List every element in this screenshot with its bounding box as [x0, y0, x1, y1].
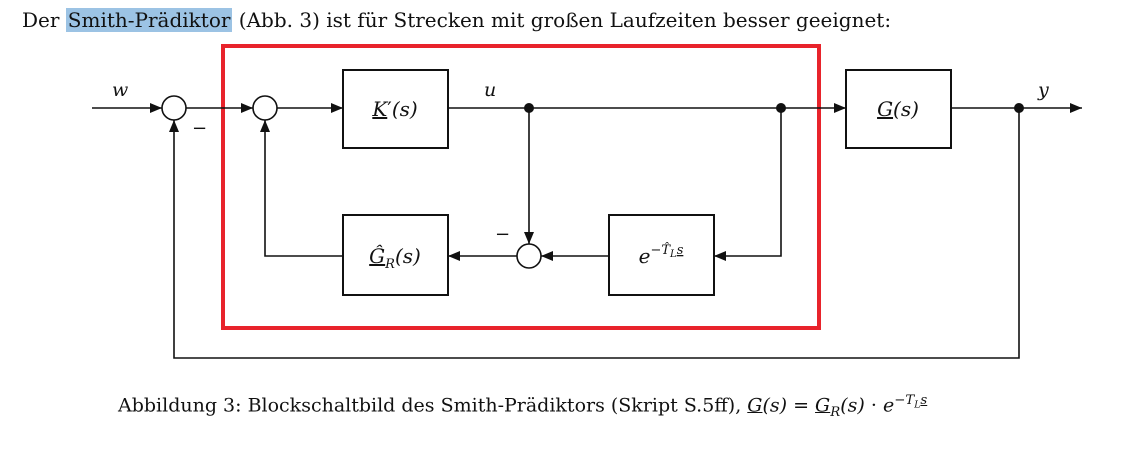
intro-prefix: Der — [22, 8, 66, 32]
label-y: y — [1037, 79, 1049, 101]
label-w: w — [112, 79, 128, 101]
model-label: ĜR(s) — [369, 243, 421, 272]
caption-eq-exp-base: e — [882, 394, 895, 417]
delay-label: e−T̂Ls — [639, 242, 684, 268]
inner-sum-junction — [252, 95, 278, 121]
highlight-frame — [221, 44, 821, 330]
label-u: u — [484, 79, 496, 101]
figure-caption: Abbildung 3: Blockschaltbild des Smith-P… — [118, 393, 927, 420]
intro-suffix: (Abb. 3) ist für Strecken mit großen Lau… — [232, 8, 892, 32]
model-block[interactable] — [342, 214, 449, 296]
caption-eq-dot: · — [864, 394, 883, 417]
controller-label: K′(s) — [371, 97, 417, 121]
intro-highlight: Smith-Prädiktor — [65, 8, 233, 32]
model-sum-junction — [516, 243, 542, 269]
minus-model-sum: − — [495, 224, 510, 245]
caption-eq-exp-var: s — [920, 393, 928, 408]
caption-eq-lhs: G — [747, 394, 763, 417]
caption-eq-rhs-arg: (s) — [840, 394, 865, 417]
outer-sum-junction — [161, 95, 187, 121]
plant-block[interactable] — [845, 69, 952, 149]
caption-text: Abbildung 3: Blockschaltbild des Smith-P… — [118, 394, 748, 417]
arrow-to-delay — [714, 108, 782, 261]
intro-sentence: Der Smith-Prädiktor (Abb. 3) ist für Str… — [22, 8, 891, 32]
caption-eq-rhs-sub: R — [830, 405, 841, 421]
caption-eq-rhs: G — [815, 394, 831, 417]
arrow-outer-feedback — [169, 108, 1020, 359]
caption-eq-lhs-arg: (s) — [762, 394, 788, 417]
caption-eq-mid: = — [787, 394, 816, 417]
controller-block[interactable] — [342, 69, 449, 149]
plant-label: G(s) — [877, 97, 919, 121]
arrow-model-feedback — [260, 120, 343, 257]
caption-eq-exp-sub: L — [914, 399, 921, 411]
caption-eq-exp-head: −T — [894, 393, 915, 408]
caption-eq-exp: −TLs — [894, 393, 928, 411]
delay-block[interactable] — [608, 214, 715, 296]
minus-outer: − — [192, 118, 207, 139]
